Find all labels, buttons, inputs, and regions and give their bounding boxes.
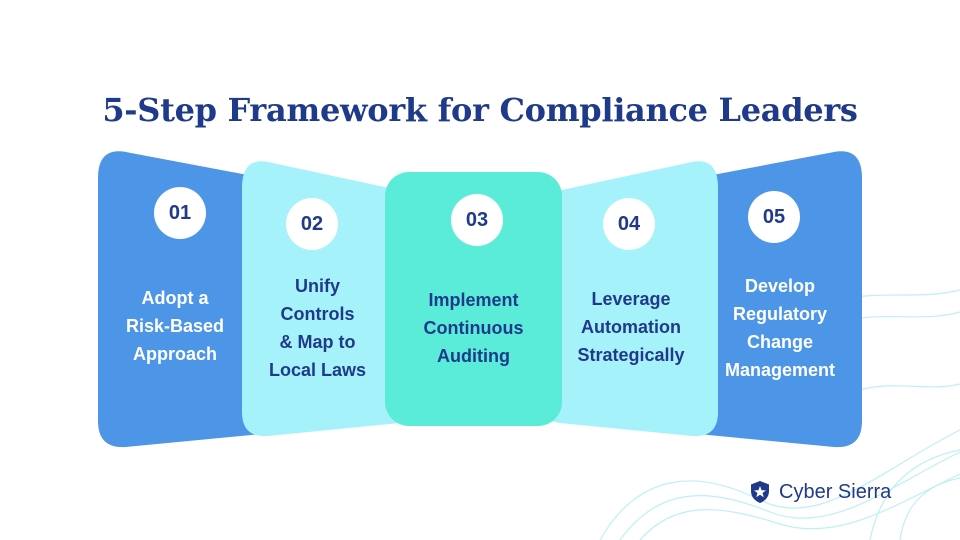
brand-logo: Cyber Sierra [749,480,891,504]
step-label-05: Develop Regulatory Change Management [724,276,836,380]
step-number-03: 03 [451,194,503,246]
step-number-01: 01 [154,187,206,239]
step-card-04 [540,161,718,437]
step-label-04: Leverage Automation Strategically [577,289,685,365]
step-card-03 [385,172,562,426]
step-label-01: Adopt a Risk-Based Approach [125,288,225,364]
step-label-03: Implement Continuous Auditing [423,290,524,366]
step-card-05 [680,151,862,448]
brand-name: Cyber Sierra [779,480,892,503]
step-number-02: 02 [286,198,338,250]
step-number-04: 04 [603,198,655,250]
shield-icon [751,481,769,503]
step-card-01 [98,151,280,448]
step-label-02: Unify Controls & Map to Local Laws [268,276,367,380]
page-title: 5-Step Framework for Compliance Leaders [102,91,858,130]
step-number-05: 05 [748,191,800,243]
